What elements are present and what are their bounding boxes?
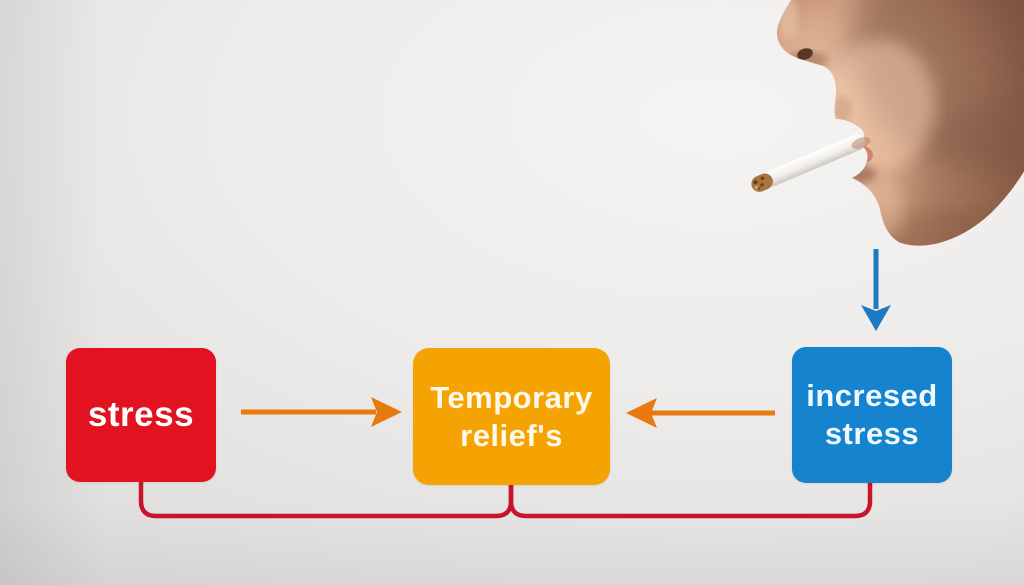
lip-over-cigarette	[851, 137, 871, 149]
node-temporary-relief: Temporary relief's	[413, 348, 610, 485]
tobacco-speckle	[760, 176, 765, 180]
bottom-connector-right	[508, 480, 873, 519]
node-temporary-relief-label: Temporary relief's	[430, 379, 593, 453]
orange-arrow-left	[626, 398, 775, 428]
tobacco-speckle	[757, 186, 761, 190]
chin-highlight	[852, 180, 904, 240]
bottom-connector-left	[138, 480, 514, 519]
under-chin-shade	[840, 211, 1020, 246]
node-increased-stress-label: incresed stress	[806, 378, 938, 451]
cigarette-body	[764, 134, 865, 187]
node-increased-stress: incresed stress	[792, 347, 952, 483]
blue-down-arrow	[861, 249, 891, 331]
orange-arrow-right	[241, 397, 402, 427]
tobacco-speckle	[753, 180, 758, 185]
node-stress-label: stress	[87, 394, 195, 434]
under-lip-shadow	[844, 165, 876, 183]
nostril-icon	[797, 48, 813, 60]
face-profile-photo	[751, 0, 1024, 246]
tobacco-speckle	[760, 183, 764, 187]
cigarette-icon	[751, 134, 865, 192]
philtrum-shade	[832, 96, 852, 124]
bottom-connector	[138, 480, 873, 519]
tobacco-speckle	[754, 185, 758, 189]
node-stress: stress	[66, 348, 216, 482]
